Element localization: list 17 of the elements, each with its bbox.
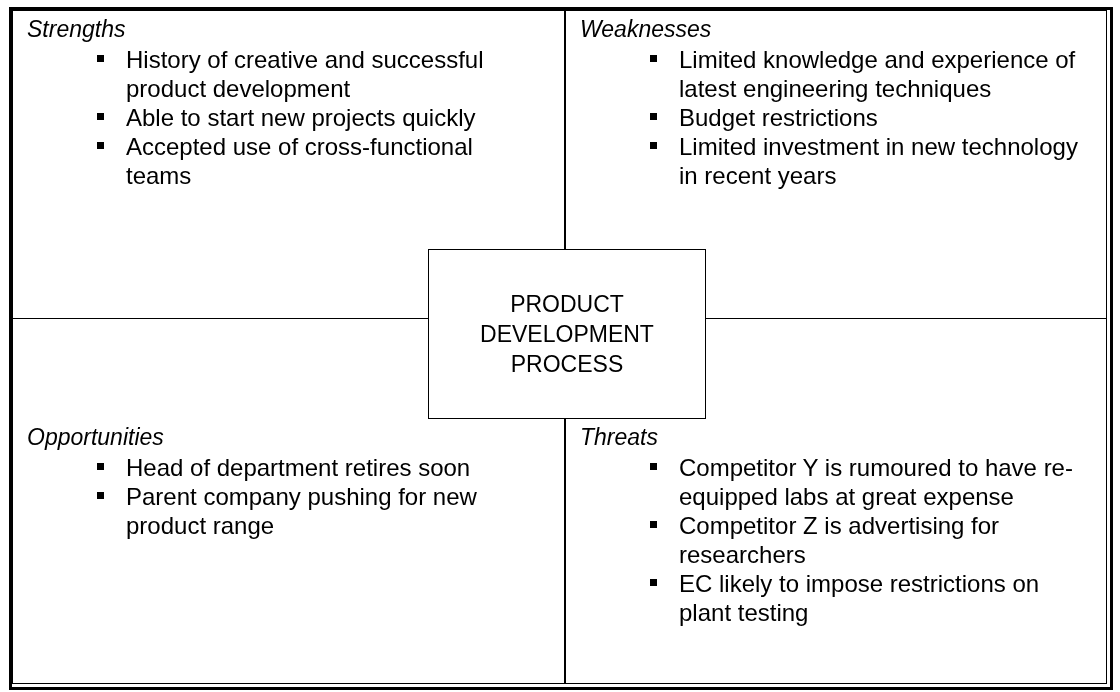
bullet-item: Limited investment in new technology in recent years bbox=[650, 132, 1080, 190]
bullet-item: Parent company pushing for new product range bbox=[97, 482, 529, 540]
bullet-item: Able to start new projects quickly bbox=[97, 103, 529, 132]
bullet-item: Competitor Y is rumoured to have re-equipped labs at great expense bbox=[650, 453, 1080, 511]
bullet-item: Competitor Z is advertising for researchers bbox=[650, 511, 1080, 569]
bullet-item: Head of department retires soon bbox=[97, 453, 529, 482]
bullet-item: Budget restrictions bbox=[650, 103, 1080, 132]
quadrant-heading: Opportunities bbox=[27, 423, 164, 451]
quadrant-heading: Threats bbox=[580, 423, 658, 451]
bullet-item: History of creative and successful product development bbox=[97, 45, 529, 103]
quadrant-heading: Strengths bbox=[27, 15, 126, 43]
bullet-item: EC likely to impose restrictions on plant testing bbox=[650, 569, 1080, 627]
bullet-item: Limited knowledge and experience of latest engineering techniques bbox=[650, 45, 1080, 103]
bullet-item: Accepted use of cross-functional teams bbox=[97, 132, 529, 190]
quadrant-heading: Weaknesses bbox=[580, 15, 712, 43]
center-box bbox=[428, 249, 706, 419]
center-title: PRODUCT DEVELOPMENT PROCESS bbox=[479, 290, 655, 379]
